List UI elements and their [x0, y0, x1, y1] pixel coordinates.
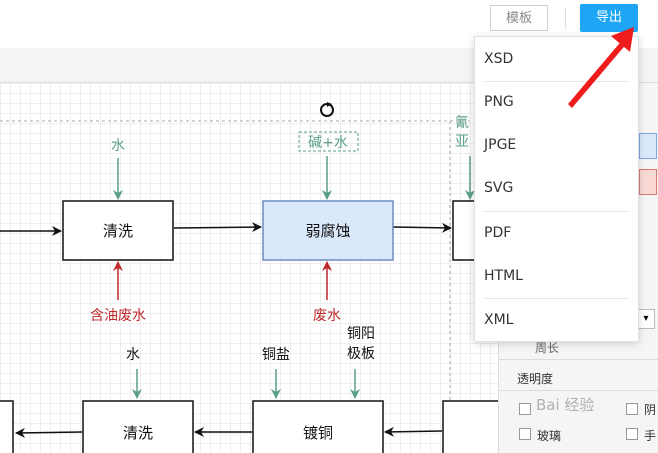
process-node-partial-right-bottom[interactable] — [442, 400, 498, 453]
template-button[interactable]: 模板 — [490, 5, 548, 31]
export-svg[interactable]: SVG — [484, 180, 514, 196]
panel-divider — [499, 390, 658, 391]
input-label-cyanide-2: 亚 — [455, 134, 469, 150]
sketch-checkbox[interactable] — [626, 428, 638, 440]
checkbox-left-1[interactable] — [519, 403, 531, 415]
sketch-label: 手 — [644, 429, 657, 443]
output-label-oily-wastewater: 含油废水 — [90, 308, 146, 324]
input-label-alkali-water: 碱+水 — [308, 135, 348, 151]
menu-separator — [484, 81, 629, 82]
glass-checkbox[interactable] — [519, 428, 531, 440]
process-node-copper-plate[interactable] — [252, 400, 384, 453]
input-label-cyanide-1: 氰 — [455, 115, 469, 131]
process-node-clean-bottom[interactable] — [82, 400, 194, 453]
selected-text-box[interactable] — [298, 131, 359, 152]
menu-separator — [484, 298, 629, 299]
perimeter-select[interactable]: ▾ — [637, 309, 655, 329]
input-label-copper-anode-1: 铜阳 — [347, 326, 375, 342]
output-label-wastewater: 废水 — [313, 308, 341, 324]
export-button[interactable]: 导出 — [580, 4, 638, 32]
process-node-clean-top[interactable] — [62, 200, 174, 261]
flow-arrow — [384, 426, 443, 437]
header-divider — [565, 7, 566, 29]
menu-separator — [484, 211, 629, 212]
shadow-checkbox[interactable] — [626, 403, 638, 415]
export-pdf[interactable]: PDF — [484, 225, 512, 241]
process-node-partial-left[interactable] — [0, 400, 14, 453]
red-pointer-arrowhead-icon — [611, 27, 634, 52]
panel-divider — [499, 359, 658, 360]
input-label-copper-anode-2: 极板 — [347, 346, 375, 362]
glass-label: 玻璃 — [537, 429, 562, 443]
top-bar: 模板 导出 — [0, 0, 658, 49]
export-dropdown-menu: XSD PNG JPGE SVG PDF HTML XML — [474, 36, 639, 342]
export-xml[interactable]: XML — [484, 312, 514, 328]
flow-arrow — [392, 222, 452, 233]
perimeter-label: 周长 — [535, 341, 560, 355]
input-label-water-bottom: 水 — [126, 347, 140, 363]
export-xsd[interactable]: XSD — [484, 51, 514, 67]
shadow-label: 阴 — [644, 403, 657, 417]
fill-color-swatch[interactable] — [639, 133, 657, 159]
node-label-clean-top: 清洗 — [103, 222, 133, 240]
node-label-copper-plate: 镀铜 — [303, 424, 333, 442]
export-jpge[interactable]: JPGE — [484, 137, 517, 153]
export-png[interactable]: PNG — [484, 94, 514, 110]
node-label-weak-etch: 弱腐蚀 — [305, 222, 350, 240]
rotate-handle-icon[interactable] — [320, 102, 334, 117]
input-label-water-top: 水 — [111, 138, 125, 154]
flow-arrow — [173, 222, 262, 233]
red-pointer-arrow-icon — [568, 38, 628, 108]
input-label-copper-salt: 铜盐 — [262, 347, 290, 363]
flow-arrow — [15, 427, 83, 438]
diagram-canvas[interactable]: 清洗 弱腐蚀 水 碱+水 氰 亚 含油废水 废水 水 铜盐 铜阳 极板 清洗 镀… — [0, 83, 498, 453]
export-html[interactable]: HTML — [484, 268, 523, 284]
watermark: Bai 经验 — [536, 396, 595, 414]
node-label-clean-bottom: 清洗 — [123, 424, 153, 442]
process-node-weak-etch[interactable] — [262, 200, 394, 261]
gradient-color-swatch[interactable] — [639, 169, 657, 195]
opacity-label: 透明度 — [517, 372, 554, 386]
